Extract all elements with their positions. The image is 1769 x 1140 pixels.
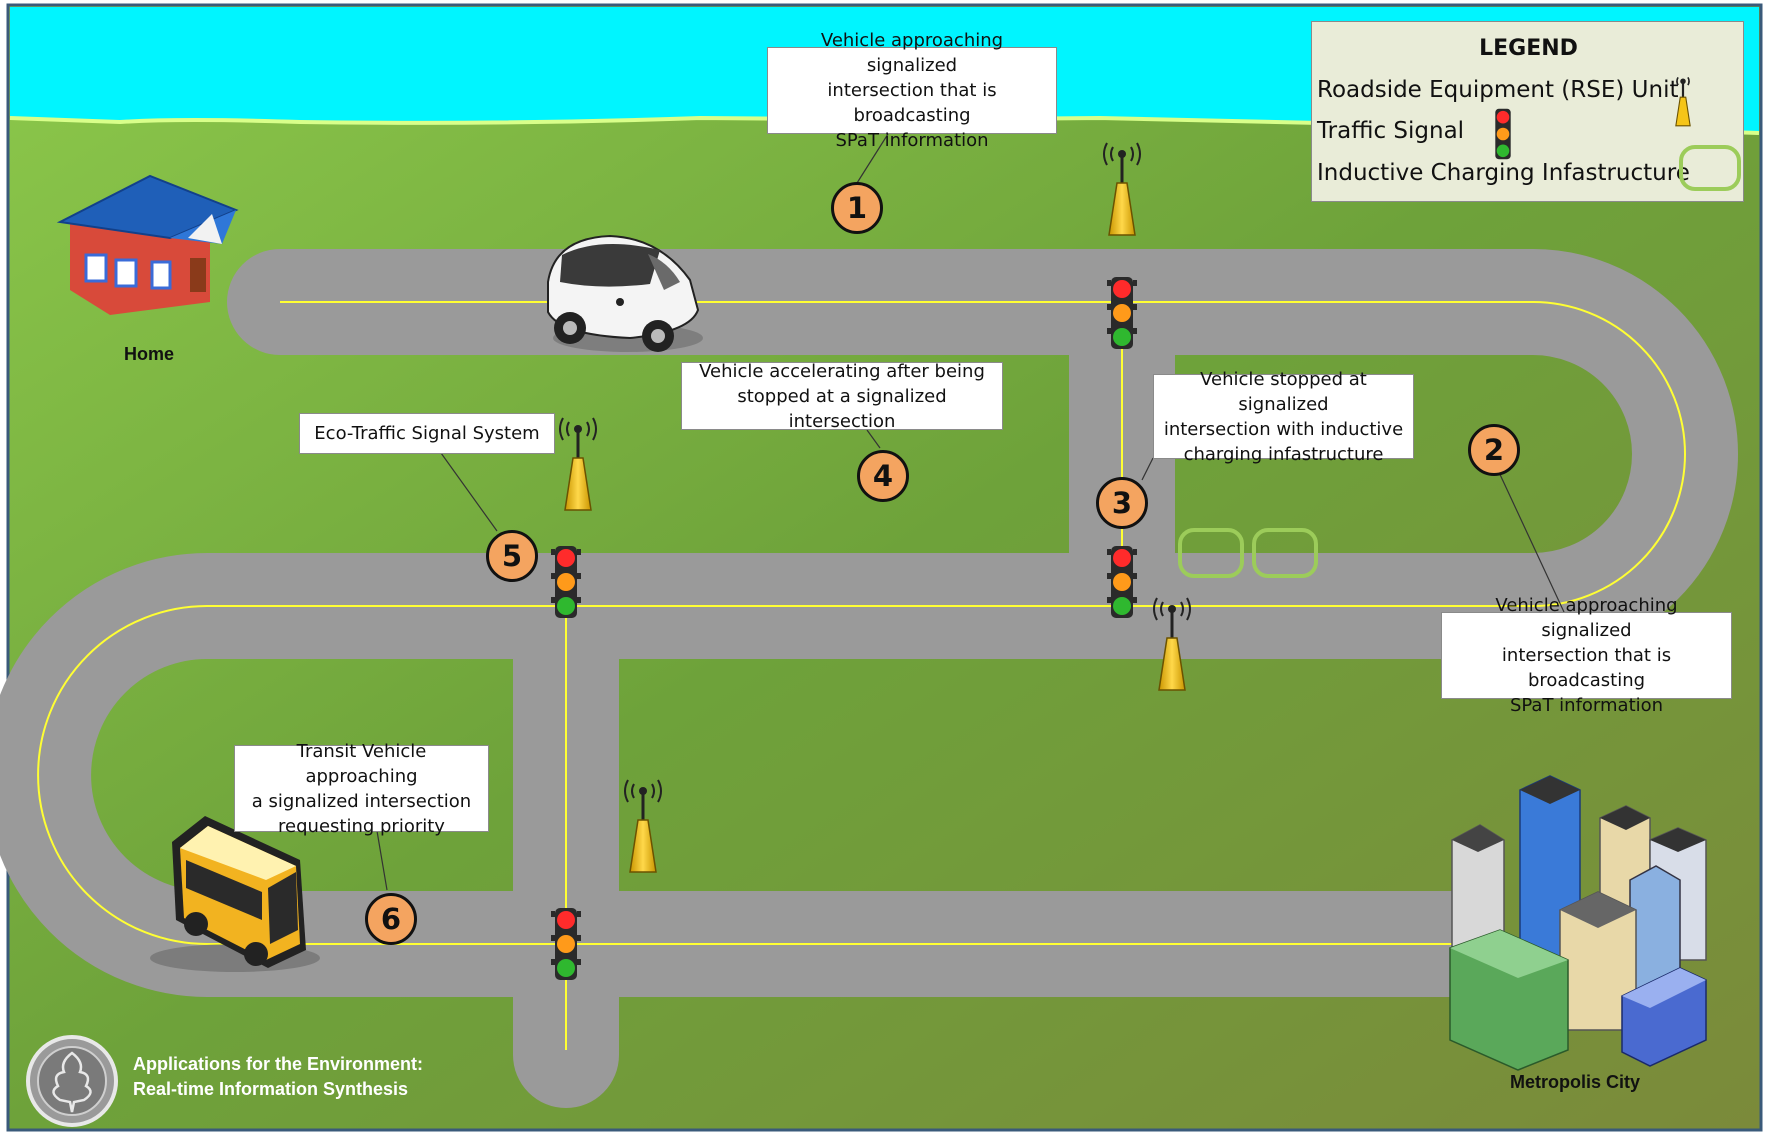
- step-badge-6: 6: [365, 893, 417, 945]
- legend-item-traffic-signal: Traffic Signal: [1317, 118, 1465, 144]
- step-badge-2: 2: [1468, 424, 1520, 476]
- step-badge-1: 1: [831, 182, 883, 234]
- charging-pad-icon: [1679, 145, 1741, 191]
- legend-item-charging: Inductive Charging Infastructure: [1317, 160, 1690, 186]
- traffic-signal-icon: [1107, 546, 1137, 618]
- branding-text: Applications for the Environment: Real-t…: [133, 1052, 423, 1102]
- branding-line-2: Real-time Information Synthesis: [133, 1079, 409, 1099]
- charging-pad: [1178, 528, 1244, 578]
- callout-leaders: [376, 133, 1565, 891]
- home-house-icon: [56, 174, 239, 315]
- oak-leaf-logo-icon: [26, 1035, 118, 1127]
- city-skyline-icon: [1449, 775, 1707, 1071]
- city-label: Metropolis City: [1510, 1072, 1641, 1092]
- traffic-signal-icon: [1107, 277, 1137, 349]
- rse-antenna-icon: [1675, 76, 1691, 127]
- step-badge-3: 3: [1096, 477, 1148, 529]
- traffic-signal-icon: [1495, 108, 1511, 160]
- traffic-signal-icon: [551, 546, 581, 618]
- traffic-signal-icon: [551, 908, 581, 980]
- home-label: Home: [124, 344, 175, 364]
- callout-text-5: Eco-Traffic Signal System: [299, 413, 555, 454]
- legend-panel: LEGEND Roadside Equipment (RSE) Unit Tra…: [1311, 21, 1744, 202]
- legend-title: LEGEND: [1479, 36, 1578, 61]
- step-badge-4: 4: [857, 450, 909, 502]
- legend-icons: [1495, 76, 1741, 191]
- electric-car-icon: [547, 234, 703, 352]
- branding-line-1: Applications for the Environment:: [133, 1054, 424, 1074]
- legend-item-rse: Roadside Equipment (RSE) Unit: [1317, 77, 1679, 103]
- charging-pad: [1252, 528, 1318, 578]
- transit-bus-icon: [150, 816, 320, 972]
- step-badge-5: 5: [486, 530, 538, 582]
